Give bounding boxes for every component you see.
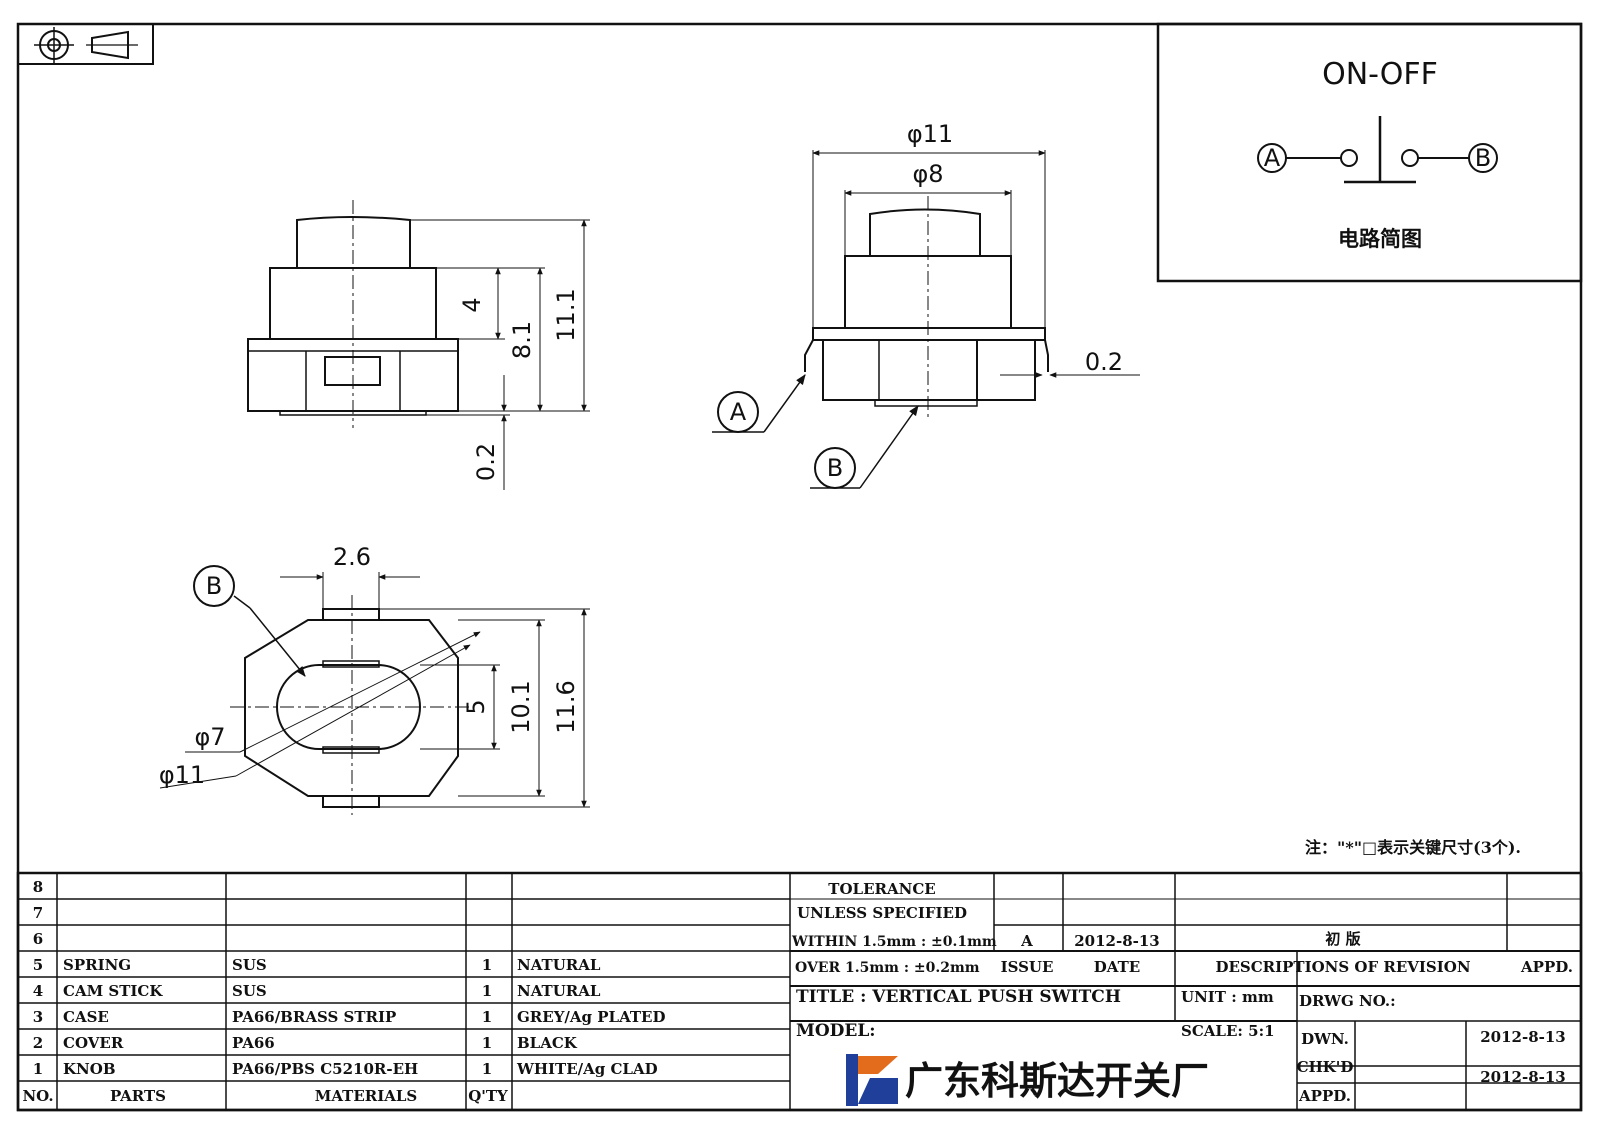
callout-b-label: B (827, 454, 843, 482)
header-qty: Q'TY (468, 1087, 508, 1105)
bottom-dim-10-1: 10.1 (507, 680, 535, 733)
drawing-number-label: DRWG NO.: (1299, 992, 1396, 1010)
bottom-callout-b-circle (193, 565, 235, 607)
model-label: MODEL: (796, 1021, 876, 1041)
parts-cell-finish: WHITE/Ag CLAD (516, 1060, 658, 1078)
parts-cell-finish: GREY/Ag PLATED (517, 1008, 666, 1026)
parts-cell-finish: BLACK (517, 1034, 578, 1052)
parts-cell-qty: 1 (482, 956, 492, 974)
parts-cell-material: PA66/PBS C5210R-EH (232, 1060, 418, 1078)
parts-cell-no: 6 (33, 930, 43, 948)
side-dim-0-2: 0.2 (1085, 348, 1123, 376)
parts-cell-part: COVER (63, 1034, 124, 1052)
parts-cell-finish: NATURAL (517, 982, 601, 1000)
bottom-callout-b-label: B (206, 572, 222, 600)
parts-cell-no: 1 (33, 1060, 43, 1078)
chkd-date: 2012-8-13 (1480, 1068, 1566, 1086)
circuit-caption: 电路简图 (1338, 227, 1422, 251)
front-dim-11-1: 11.1 (552, 288, 580, 341)
key-dimension-note: 注："*"□表示关键尺寸(3个). (1305, 838, 1521, 857)
revision-issue: A (1020, 932, 1033, 950)
bottom-view: 2.6 5 10.1 11.6 φ7 φ11 B (159, 543, 590, 815)
terminal-a-label: A (1264, 144, 1281, 172)
revision-description: 初 版 (1325, 930, 1360, 948)
unit: UNIT : mm (1181, 988, 1274, 1006)
bottom-dim-2-6: 2.6 (333, 543, 371, 571)
chkd-label: CHK'D (1297, 1058, 1354, 1076)
header-parts: PARTS (110, 1087, 166, 1105)
bottom-dim-phi11: φ11 (159, 761, 205, 789)
parts-cell-no: 2 (33, 1034, 43, 1052)
dwn-date: 2012-8-13 (1480, 1028, 1566, 1046)
bottom-dim-11-6: 11.6 (552, 680, 580, 733)
parts-cell-finish: NATURAL (517, 956, 601, 974)
revision-date: 2012-8-13 (1074, 932, 1160, 950)
parts-cell-qty: 1 (482, 1034, 492, 1052)
header-materials: MATERIALS (315, 1087, 418, 1105)
scale: SCALE: 5:1 (1181, 1022, 1275, 1040)
front-dim-8-1: 8.1 (508, 321, 536, 359)
parts-cell-material: SUS (232, 982, 267, 1000)
appd2-label: APPD. (1298, 1087, 1351, 1105)
drawing-title: TITLE : VERTICAL PUSH SWITCH (796, 987, 1121, 1007)
bottom-dim-phi7: φ7 (194, 723, 225, 751)
parts-cell-no: 3 (33, 1008, 43, 1026)
date-label: DATE (1094, 958, 1140, 976)
parts-cell-part: CAM STICK (63, 982, 163, 1000)
parts-cell-material: SUS (232, 956, 267, 974)
tolerance-within: WITHIN 1.5mm : ±0.1mm (791, 934, 997, 950)
callout-a-label: A (730, 398, 747, 426)
parts-cell-part: SPRING (63, 956, 131, 974)
front-view: 4 8.1 11.1 0.2 (247, 200, 590, 490)
parts-and-title-table (16, 871, 1583, 1112)
parts-cell-qty: 1 (482, 1008, 492, 1026)
side-view: φ11 φ8 0.2 A B (712, 120, 1140, 489)
company-logo-icon (846, 1054, 898, 1106)
parts-cell-no: 5 (33, 956, 43, 974)
parts-cell-qty: 1 (482, 982, 492, 1000)
circuit-diagram: ON-OFF A B 电路简图 (1156, 22, 1583, 283)
issue-label: ISSUE (1001, 958, 1054, 976)
company-name: 广东科斯达开关厂 (905, 1059, 1209, 1103)
parts-cell-no: 7 (33, 904, 43, 922)
terminal-b-label: B (1475, 144, 1491, 172)
terminal-b-circle (1468, 143, 1498, 173)
parts-cell-no: 8 (33, 878, 43, 896)
tolerance-over: OVER 1.5mm : ±0.2mm (795, 960, 980, 976)
circuit-title: ON-OFF (1322, 57, 1438, 92)
parts-cell-part: CASE (63, 1008, 109, 1026)
front-dim-4: 4 (458, 297, 486, 312)
header-no: NO. (22, 1087, 53, 1105)
appd-label: APPD. (1520, 958, 1573, 976)
bottom-dim-5: 5 (462, 699, 490, 714)
tolerance-subtitle: UNLESS SPECIFIED (797, 904, 967, 922)
descriptions-label: DESCRIPTIONS OF REVISION (1215, 958, 1470, 976)
tolerance-title: TOLERANCE (828, 880, 935, 898)
parts-cell-part: KNOB (63, 1060, 116, 1078)
dwn-label: DWN. (1301, 1030, 1349, 1048)
front-dim-0-2: 0.2 (472, 443, 500, 481)
projection-symbol-icon (17, 23, 154, 65)
parts-cell-no: 4 (33, 982, 43, 1000)
side-dim-phi11: φ11 (907, 120, 953, 148)
parts-cell-material: PA66/BRASS STRIP (232, 1008, 396, 1026)
side-dim-phi8: φ8 (912, 160, 943, 188)
parts-cell-material: PA66 (232, 1034, 275, 1052)
parts-cell-qty: 1 (482, 1060, 492, 1078)
